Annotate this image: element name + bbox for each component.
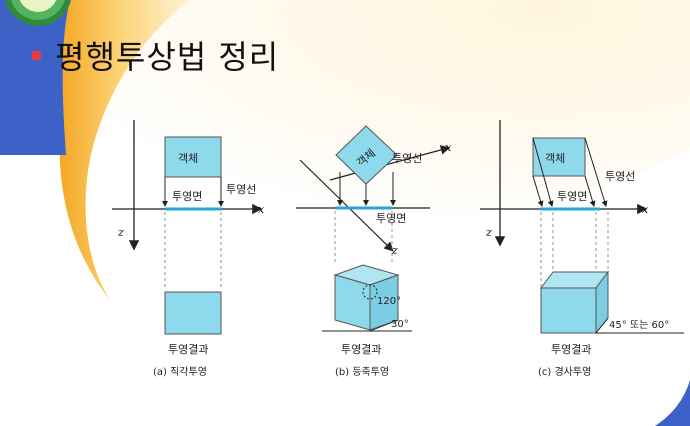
- object-box: [335, 125, 398, 185]
- angle-label: 45° 또는 60°: [609, 319, 669, 331]
- result-label: 투영결과: [168, 343, 208, 356]
- figure-caption: (b) 등축투영: [335, 366, 389, 378]
- object-box: [164, 136, 222, 178]
- ray-label: 투영선: [392, 152, 422, 165]
- slide-title: 평행투상법 정리: [55, 38, 280, 76]
- result-label: 투영결과: [551, 343, 591, 356]
- title-row: 평행투상법 정리: [32, 32, 279, 78]
- object-label: 객체: [178, 152, 198, 165]
- z-axis-label: z: [117, 226, 124, 239]
- result-label: 투영결과: [341, 343, 381, 356]
- figure-caption: (a) 직각투영: [153, 366, 207, 378]
- projection-result-box: [540, 287, 597, 334]
- blue-corner: [655, 380, 690, 426]
- plane-label: 투영면: [557, 190, 587, 203]
- z-axis-label: z: [391, 244, 398, 257]
- blue-panel: [0, 0, 70, 155]
- plane-label: 투영면: [172, 190, 202, 203]
- x-axis-label: x: [642, 203, 649, 216]
- angle-label: 120°: [377, 296, 401, 307]
- figure-oblique: 객체 투영면 투영선 x z 45° 또는 60° 투영결과 (c) 경사투영: [480, 120, 684, 378]
- ray-label: 투영선: [226, 183, 256, 196]
- figure-caption: (c) 경사투영: [538, 365, 591, 378]
- x-axis-label: x: [445, 141, 452, 154]
- yellow-curve: [57, 0, 190, 300]
- z-axis-label: z: [485, 226, 492, 239]
- base-angle-label: 30°: [391, 319, 409, 330]
- projection-result-box: [164, 291, 222, 335]
- x-axis-label: x: [258, 203, 265, 216]
- cream-swoosh: [102, 0, 690, 241]
- bullet-icon: [32, 50, 41, 60]
- plane-label: 투영면: [376, 212, 406, 225]
- figure-isometric: 객체 투영면 투영선 x z 120° 30° 투영결과 (b) 등축투영: [296, 125, 452, 378]
- ray-label: 투영선: [605, 170, 635, 183]
- object-label: 객체: [545, 152, 565, 165]
- logo-icon: [4, 0, 72, 26]
- figure-orthographic: 객체 투영면 투영선 x z 투영결과 (a) 직각투영: [112, 120, 265, 378]
